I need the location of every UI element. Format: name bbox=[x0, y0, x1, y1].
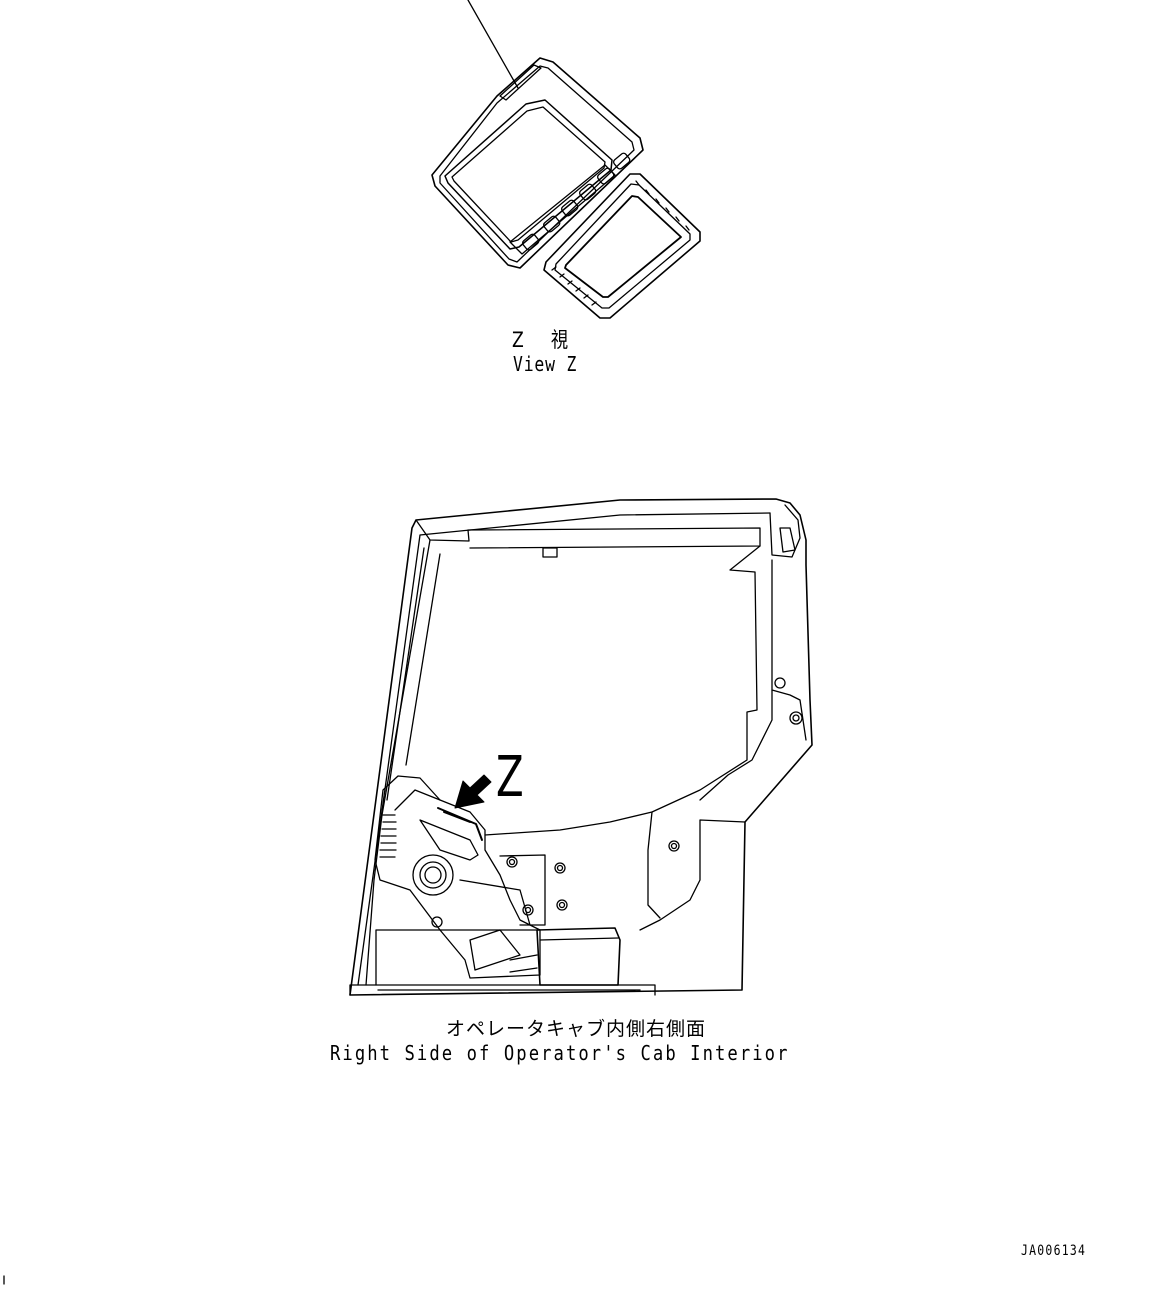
cab-caption-jp: オペレータキャブ内側右側面 bbox=[446, 1018, 707, 1040]
monitor-housing bbox=[431, 57, 644, 269]
monitor-buttons bbox=[522, 152, 631, 251]
view-z-label-jp: Z 視 bbox=[512, 328, 574, 352]
view-z-label-en: View Z bbox=[513, 352, 578, 376]
cab-caption-en: Right Side of Operator's Cab Interior bbox=[330, 1041, 790, 1065]
drawing-code: JA006134 bbox=[1021, 1243, 1087, 1259]
side-console bbox=[374, 775, 621, 986]
cab-outline bbox=[349, 498, 813, 996]
view-z-arrow bbox=[454, 774, 492, 809]
leader-line bbox=[467, 0, 519, 89]
switch-panel bbox=[543, 173, 701, 319]
arrow-z-label: Z bbox=[496, 745, 524, 810]
storage-box bbox=[536, 927, 621, 986]
monitor-detail bbox=[431, 0, 701, 319]
